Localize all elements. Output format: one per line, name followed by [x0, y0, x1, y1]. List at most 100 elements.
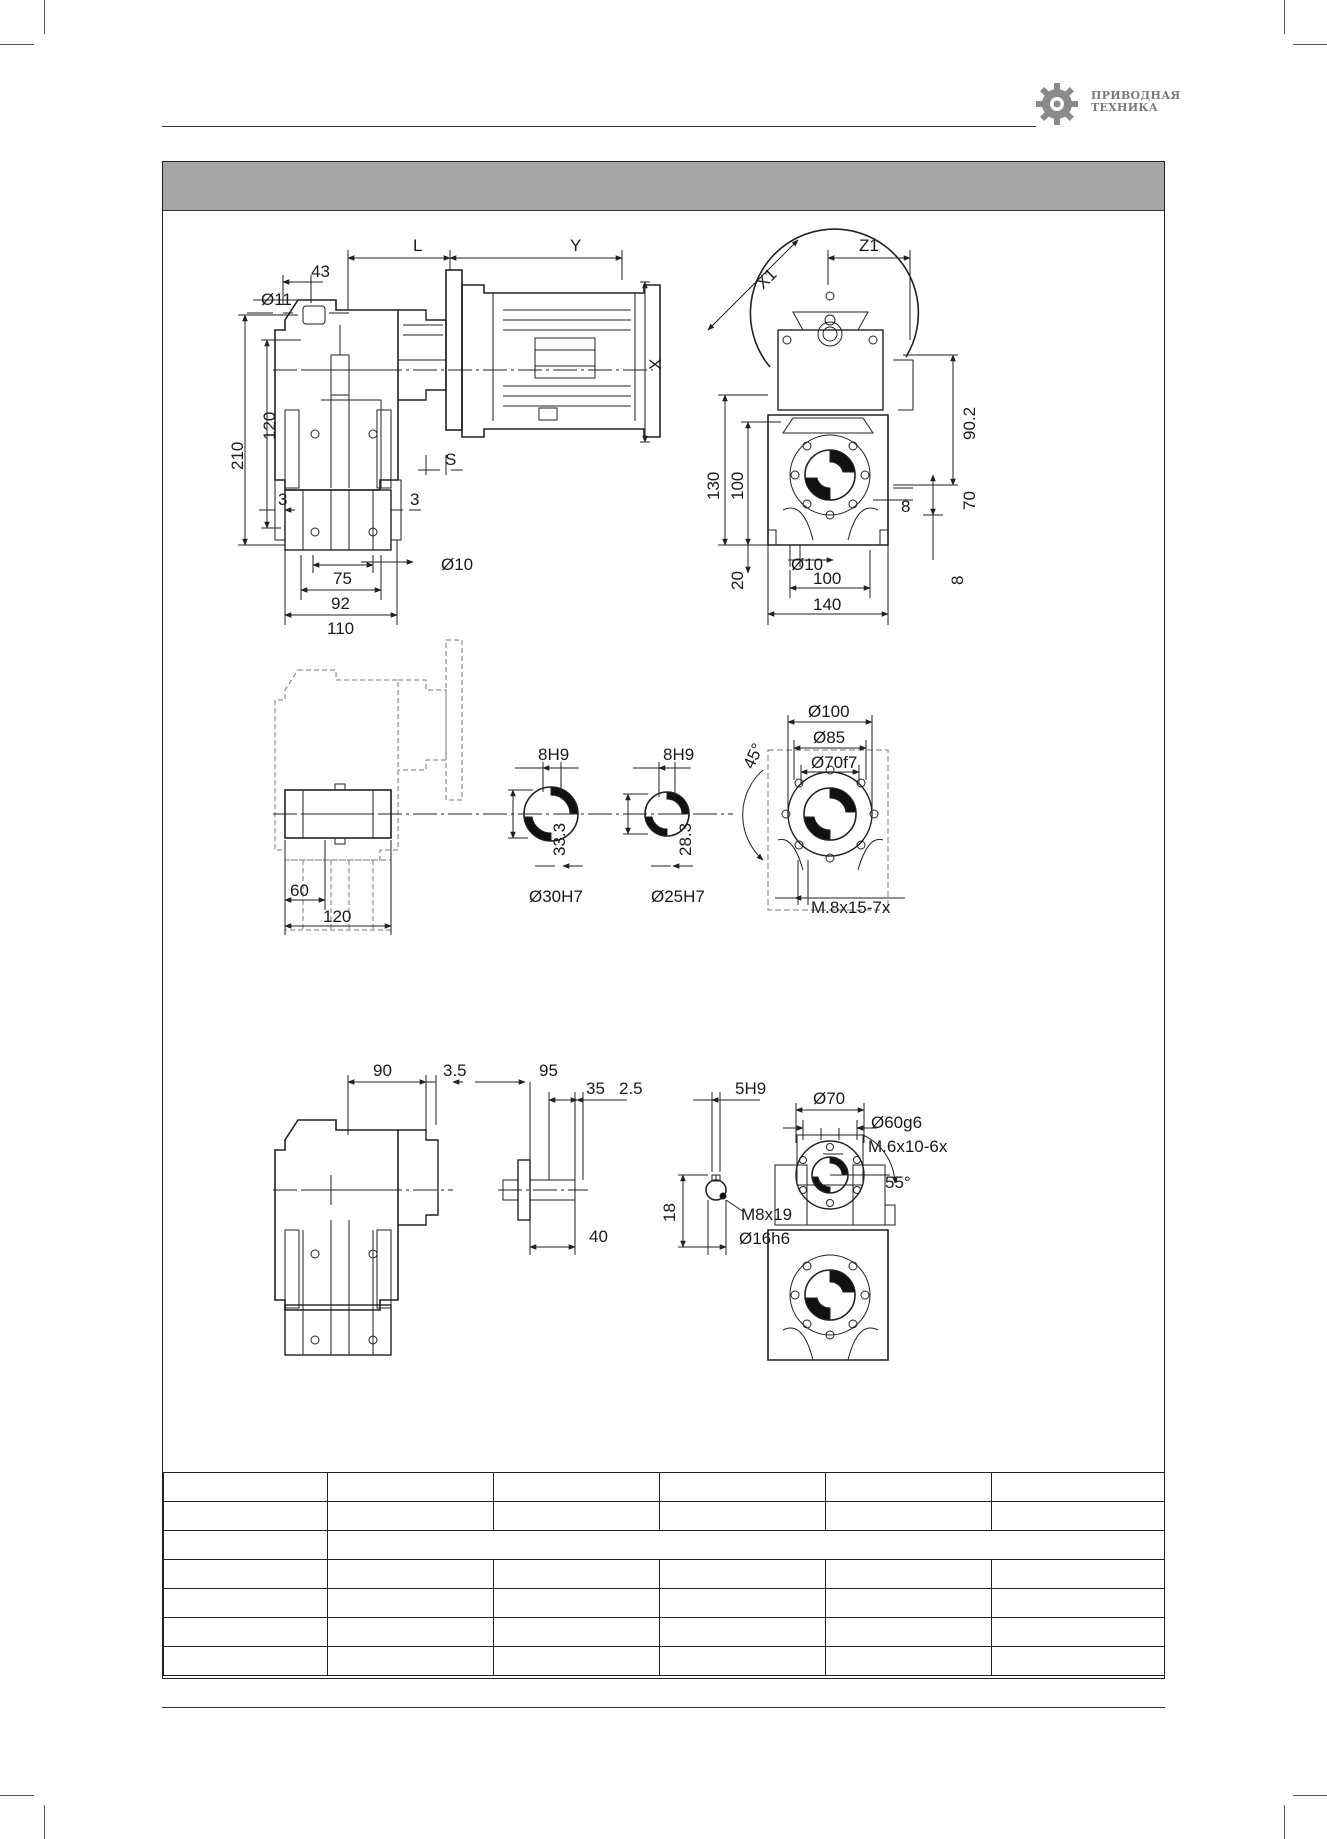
table-cell	[991, 1472, 1165, 1502]
table-cell	[493, 1617, 660, 1647]
dim-2-5: 2.5	[619, 1079, 643, 1098]
company-logo: ПРИВОДНАЯ ТЕХНИКА	[1035, 78, 1180, 130]
section-header-band	[163, 162, 1164, 211]
table-cell	[659, 1617, 826, 1647]
dim-S: S	[445, 450, 456, 469]
dim-210: 210	[228, 442, 247, 470]
crop-mark	[1293, 1795, 1327, 1796]
crop-mark	[1284, 0, 1285, 34]
flange-view-drawing	[742, 715, 905, 911]
table-cell	[493, 1646, 660, 1676]
dim-dia11: Ø11	[261, 290, 292, 309]
dim-Z1: Z1	[859, 236, 879, 255]
dim-Y: Y	[570, 236, 581, 255]
dim-M8x19: M8x19	[741, 1205, 792, 1224]
dim-45deg: 45°	[739, 740, 767, 771]
dim-55deg: 55°	[885, 1173, 911, 1192]
spec-table	[163, 1472, 1165, 1676]
table-row	[163, 1617, 1165, 1647]
dim-100v: 100	[728, 472, 747, 500]
table-row	[163, 1588, 1165, 1618]
table-cell	[163, 1530, 328, 1560]
dim-90-2: 90.2	[960, 407, 979, 440]
table-cell	[825, 1617, 992, 1647]
dim-75: 75	[333, 569, 352, 588]
dim-130: 130	[704, 472, 723, 500]
dim-thread-m6: M.6x10-6x	[868, 1137, 948, 1156]
table-cell	[659, 1588, 826, 1618]
dim-8H9-b: 8H9	[663, 745, 694, 764]
table-cell	[163, 1646, 328, 1676]
table-row	[163, 1646, 1165, 1676]
table-cell	[163, 1501, 328, 1531]
dim-43: 43	[311, 262, 330, 281]
dim-20: 20	[728, 571, 747, 590]
front-view-drawing	[707, 228, 958, 625]
table-cell	[825, 1559, 992, 1589]
table-cell	[493, 1588, 660, 1618]
table-cell	[493, 1559, 660, 1589]
table-cell	[327, 1617, 494, 1647]
crop-mark	[44, 1805, 45, 1839]
dim-thread-m8: M.8x15-7x	[811, 898, 891, 917]
table-cell	[825, 1472, 992, 1502]
dim-dia10-front: Ø10	[791, 555, 823, 574]
gear-icon	[1036, 83, 1078, 125]
dim-95: 95	[539, 1061, 558, 1080]
table-row	[163, 1559, 1165, 1589]
input-flange-view-drawing	[767, 1103, 898, 1361]
technical-drawings: L Y 43 Ø11 X 120 210 S 3 3 Ø10 75 92 110…	[228, 228, 979, 1361]
dim-dia16: Ø16h6	[739, 1229, 790, 1248]
dim-60: 60	[290, 881, 309, 900]
table-cell	[991, 1617, 1165, 1647]
dim-140: 140	[813, 595, 841, 614]
dim-dia100: Ø100	[808, 702, 850, 721]
dim-70: 70	[960, 491, 979, 510]
dim-120: 120	[260, 412, 279, 440]
dim-5H9: 5H9	[735, 1079, 766, 1098]
table-cell	[327, 1646, 494, 1676]
header-rule	[162, 126, 1036, 127]
dim-92: 92	[331, 594, 350, 613]
table-cell	[659, 1472, 826, 1502]
table-row	[163, 1501, 1165, 1531]
dim-dia85: Ø85	[813, 728, 845, 747]
dim-40: 40	[589, 1227, 608, 1246]
dim-120-hollow: 120	[323, 907, 351, 926]
dim-28-3: 28.3	[676, 823, 695, 856]
table-row	[163, 1530, 1165, 1560]
table-cell	[991, 1646, 1165, 1676]
dim-3-5: 3.5	[443, 1061, 467, 1080]
table-cell	[659, 1559, 826, 1589]
table-cell	[659, 1501, 826, 1531]
table-cell	[991, 1588, 1165, 1618]
table-cell	[327, 1530, 1165, 1560]
dim-100h: 100	[813, 569, 841, 588]
dim-dia10-side: Ø10	[441, 555, 473, 574]
dim-18: 18	[660, 1203, 679, 1222]
solid-shaft-view-drawing	[273, 1075, 760, 1356]
table-cell	[163, 1559, 328, 1589]
table-cell	[327, 1472, 494, 1502]
crop-mark	[1284, 1805, 1285, 1839]
table-cell	[163, 1617, 328, 1647]
dim-dia70: Ø70	[813, 1089, 845, 1108]
side-view-drawing	[238, 250, 661, 625]
dim-8a: 8	[901, 497, 910, 516]
footer-rule	[162, 1707, 1165, 1708]
crop-mark	[1293, 44, 1327, 45]
dimension-labels: L Y 43 Ø11 X 120 210 S 3 3 Ø10 75 92 110…	[228, 236, 979, 1248]
table-cell	[493, 1501, 660, 1531]
dim-L: L	[413, 236, 422, 255]
crop-mark	[44, 0, 45, 34]
dim-dia70f7: Ø70f7	[811, 753, 857, 772]
dim-3b: 3	[410, 490, 419, 509]
table-cell	[991, 1501, 1165, 1531]
table-cell	[163, 1588, 328, 1618]
table-cell	[493, 1472, 660, 1502]
dim-110: 110	[327, 619, 354, 638]
crop-mark	[0, 44, 34, 45]
dim-dia60g6: Ø60g6	[871, 1113, 922, 1132]
logo-line-1: ПРИВОДНАЯ	[1091, 89, 1181, 102]
dim-X1: X1	[752, 265, 780, 293]
